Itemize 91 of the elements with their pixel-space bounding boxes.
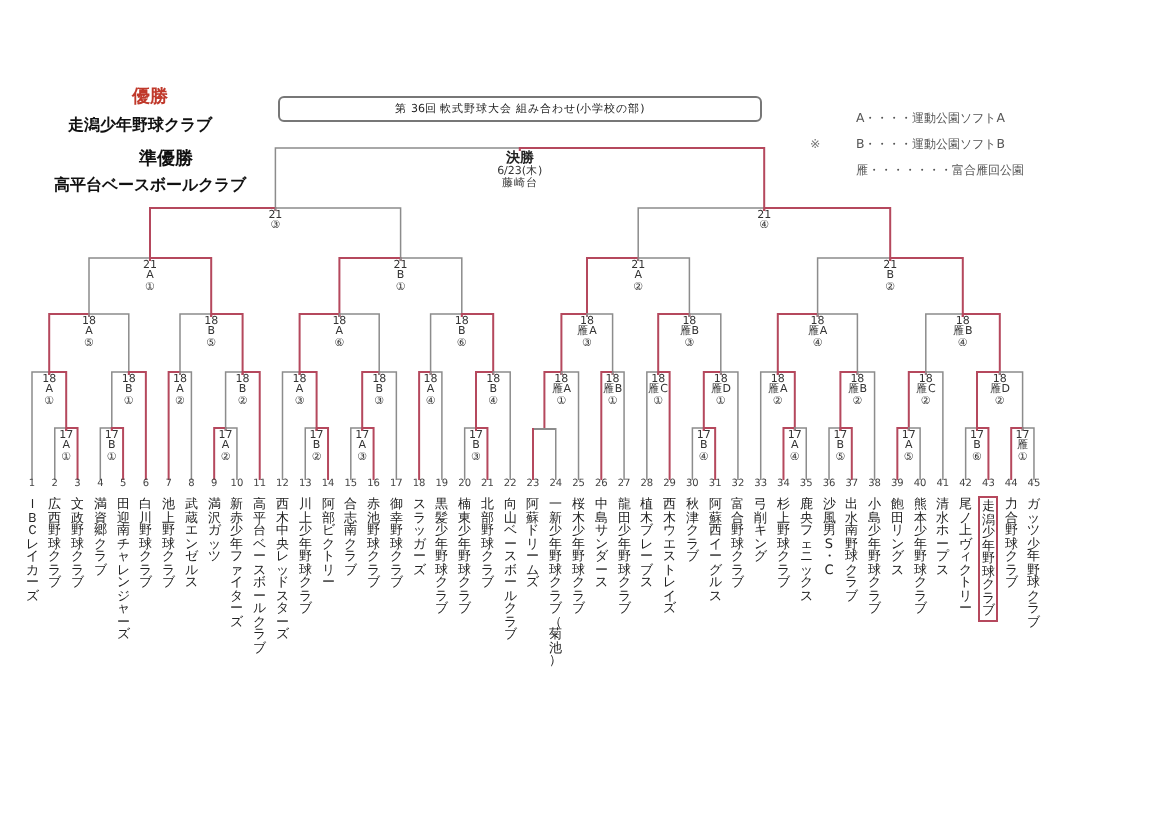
team-name: 走潟少年野球クラブ <box>68 116 212 135</box>
bracket-line <box>586 313 614 376</box>
bracket-line <box>111 371 130 432</box>
bracket-line <box>560 313 588 376</box>
bracket-line <box>759 371 779 481</box>
bracket-line <box>611 371 625 481</box>
bracket-line <box>637 257 691 318</box>
bracket-line <box>816 313 859 376</box>
bracket-line <box>167 371 181 481</box>
bracket-line <box>361 427 375 481</box>
bracket-line <box>179 313 212 376</box>
bracket-line <box>1010 427 1024 481</box>
bracket-line <box>720 371 739 481</box>
bracket-line <box>378 371 398 481</box>
bracket-line <box>794 427 807 481</box>
bracket-line <box>586 257 640 318</box>
bracket-line <box>88 313 130 376</box>
bracket-line <box>560 371 580 481</box>
bracket-line <box>637 207 765 262</box>
bracket-line <box>964 427 978 481</box>
bracket-line <box>518 147 766 212</box>
bracket-line <box>361 371 381 432</box>
bracket-line <box>429 371 443 481</box>
bracket-line <box>816 257 891 318</box>
bracket-line <box>782 427 796 481</box>
bracket-line <box>31 371 50 481</box>
bracket-line <box>600 371 614 481</box>
bracket-line <box>908 427 921 481</box>
bracket-line <box>127 371 147 481</box>
bracket-line <box>907 371 927 432</box>
bracket-line <box>961 313 1001 376</box>
bracket-line <box>646 371 659 481</box>
bracket-line <box>475 371 495 432</box>
bracket-line <box>149 257 213 318</box>
award-heading: 優勝 <box>132 90 168 110</box>
bracket-line <box>555 427 557 481</box>
bracket-line <box>657 371 671 481</box>
bracket-line <box>338 313 380 376</box>
bracket-line <box>315 427 330 481</box>
bracket-line <box>475 427 489 481</box>
bracket-line <box>543 371 563 429</box>
bracket-line <box>776 371 796 432</box>
bracket-line <box>298 371 318 432</box>
bracket-line <box>896 427 910 481</box>
bracket-line <box>839 371 859 432</box>
bracket-line <box>179 371 193 481</box>
bracket-line <box>418 371 432 481</box>
bracket-line <box>274 147 521 212</box>
bracket-line <box>999 371 1024 432</box>
bracket-line <box>976 371 1001 432</box>
bracket-line <box>925 313 964 376</box>
bracket-line <box>241 371 261 481</box>
bracket-line <box>839 427 853 481</box>
bracket-line <box>657 313 691 376</box>
bracket-line <box>763 207 892 262</box>
bracket-line <box>274 207 402 262</box>
bracket-line <box>828 427 842 481</box>
bracket-line <box>856 371 876 481</box>
bracket-line <box>776 313 819 376</box>
bracket-line <box>48 313 90 376</box>
bracket-line <box>702 427 717 481</box>
bracket-line <box>224 427 238 481</box>
bracket-line <box>281 371 301 481</box>
bracket-line <box>889 257 964 318</box>
bracket-line <box>88 257 151 318</box>
bracket-line <box>1021 427 1035 481</box>
bracket-line <box>688 313 722 376</box>
bracket-line <box>149 207 277 262</box>
bracket-line <box>54 427 67 481</box>
bracket-line <box>48 371 68 432</box>
bracket-line <box>492 371 511 481</box>
bracket-line <box>298 313 341 376</box>
bracket-line <box>399 257 463 318</box>
bracket-line <box>110 427 125 481</box>
bracket-line <box>976 427 990 481</box>
bracket-line <box>429 313 463 376</box>
bracket-line <box>532 427 534 481</box>
award-heading: 準優勝 <box>139 152 193 172</box>
bracket-line <box>691 427 705 481</box>
bracket-line <box>65 427 79 481</box>
bracket-line <box>99 427 113 481</box>
bracket-line <box>210 313 244 376</box>
bracket-line <box>213 427 227 481</box>
bracket-line <box>463 427 477 481</box>
bracket-line <box>350 427 363 481</box>
bracket-line <box>460 313 495 376</box>
bracket-line <box>338 257 402 318</box>
bracket-line <box>304 427 318 481</box>
bracket-line <box>702 371 722 432</box>
bracket-line <box>224 371 244 432</box>
bracket-line <box>925 371 944 481</box>
